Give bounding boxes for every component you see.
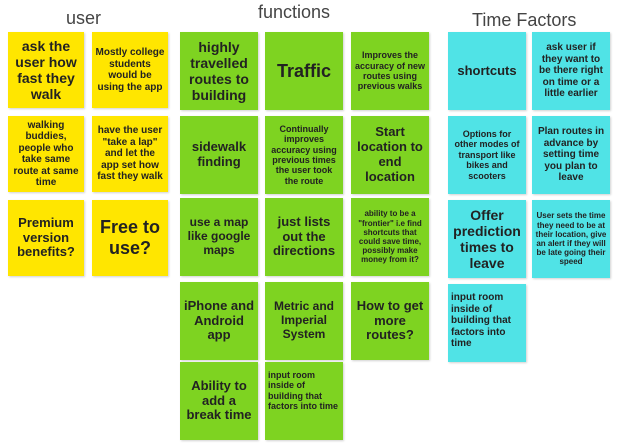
sticky-note[interactable]: just lists out the directions xyxy=(265,198,343,276)
sticky-note[interactable]: Metric and Imperial System xyxy=(265,282,343,360)
sticky-note[interactable]: walking buddies, people who take same ro… xyxy=(8,116,84,192)
sticky-note[interactable]: iPhone and Android app xyxy=(180,282,258,360)
sticky-note[interactable]: Start location to end location xyxy=(351,116,429,194)
sticky-note[interactable]: Traffic xyxy=(265,32,343,110)
sticky-note[interactable]: ability to be a "frontier" i.e find shor… xyxy=(351,198,429,276)
sticky-note[interactable]: ask user if they want to be there right … xyxy=(532,32,610,110)
sticky-note[interactable]: Plan routes in advance by setting time y… xyxy=(532,116,610,194)
sticky-note[interactable]: Options for other modes of transport lik… xyxy=(448,116,526,194)
sticky-note[interactable]: How to get more routes? xyxy=(351,282,429,360)
sticky-note[interactable]: highly travelled routes to building xyxy=(180,32,258,110)
sticky-note[interactable]: ask the user how fast they walk xyxy=(8,32,84,108)
sticky-note[interactable]: Mostly college students would be using t… xyxy=(92,32,168,108)
sticky-note[interactable]: Premium version benefits? xyxy=(8,200,84,276)
sticky-note[interactable]: Ability to add a break time xyxy=(180,362,258,440)
user-column-header: user xyxy=(66,8,102,28)
functions-column-header: functions xyxy=(258,2,331,22)
sticky-note[interactable]: have the user "take a lap" and let the a… xyxy=(92,116,168,192)
sticky-note[interactable]: use a map like google maps xyxy=(180,198,258,276)
time-factors-column-header: Time Factors xyxy=(472,10,577,30)
sticky-note[interactable]: shortcuts xyxy=(448,32,526,110)
sticky-note[interactable]: Improves the accuracy of new routes usin… xyxy=(351,32,429,110)
sticky-note[interactable]: Continually improves accuracy using prev… xyxy=(265,116,343,194)
sticky-note[interactable]: User sets the time they need to be at th… xyxy=(532,200,610,278)
sticky-note[interactable]: Free to use? xyxy=(92,200,168,276)
sticky-note[interactable]: sidewalk finding xyxy=(180,116,258,194)
sticky-note[interactable]: input room inside of building that facto… xyxy=(448,284,526,362)
sticky-note[interactable]: input room inside of building that facto… xyxy=(265,362,343,440)
sticky-note[interactable]: Offer prediction times to leave xyxy=(448,200,526,278)
